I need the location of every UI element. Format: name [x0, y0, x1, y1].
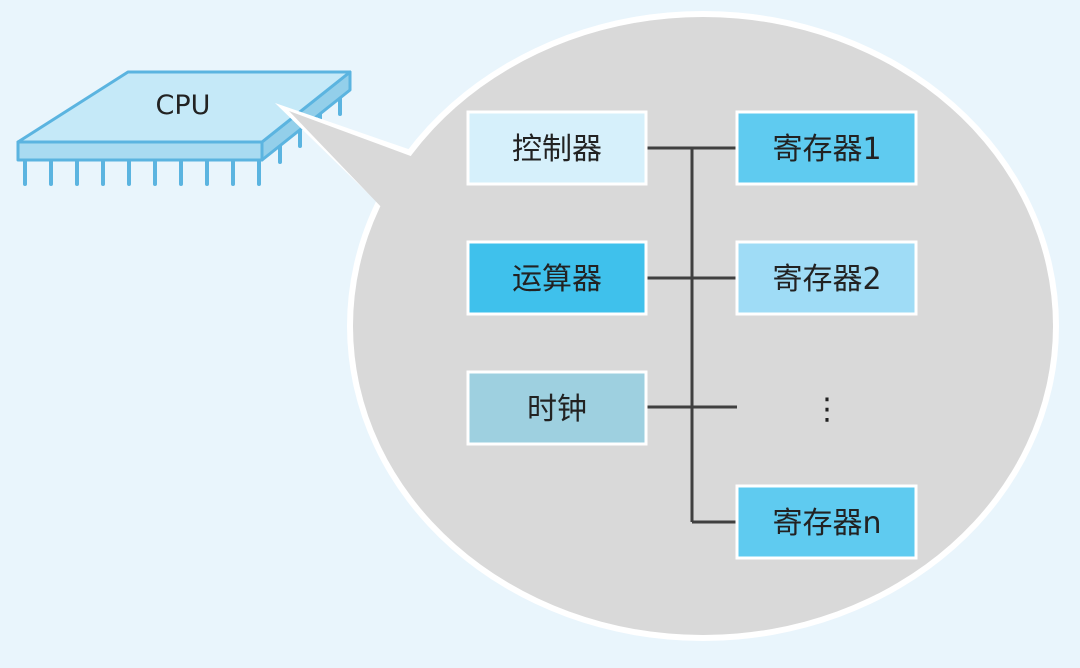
- alu-box: [466, 240, 648, 316]
- register-2: 寄存器2: [735, 240, 918, 316]
- bubble-body: [353, 17, 1053, 635]
- controller-box: [466, 110, 648, 186]
- register-1-label: 寄存器1: [772, 132, 881, 167]
- register-ellipsis: ⋮: [812, 392, 842, 427]
- register-ellipsis-label: ⋮: [812, 392, 842, 427]
- register-n-box: [735, 484, 918, 560]
- chip-label: CPU: [156, 90, 211, 121]
- component-clock: 时钟: [466, 370, 648, 446]
- clock-label: 时钟: [527, 392, 587, 427]
- bus-connectors: [646, 146, 737, 524]
- alu-label: 运算器: [512, 262, 602, 297]
- chip-body-front: [16, 140, 264, 162]
- register-n: 寄存器n: [735, 484, 918, 560]
- controller-label: 控制器: [512, 132, 602, 167]
- register-1: 寄存器1: [735, 110, 918, 186]
- register-1-box: [735, 110, 918, 186]
- component-controller: 控制器: [466, 110, 648, 186]
- register-2-label: 寄存器2: [772, 262, 881, 297]
- bubble-tail: [289, 111, 416, 210]
- detail-bubble: [275, 11, 1059, 641]
- cpu-chip: CPU: [16, 70, 352, 186]
- clock-box: [466, 370, 648, 446]
- component-alu: 运算器: [466, 240, 648, 316]
- chip-body-top: [16, 70, 352, 144]
- register-2-box: [735, 240, 918, 316]
- register-n-label: 寄存器n: [772, 506, 881, 541]
